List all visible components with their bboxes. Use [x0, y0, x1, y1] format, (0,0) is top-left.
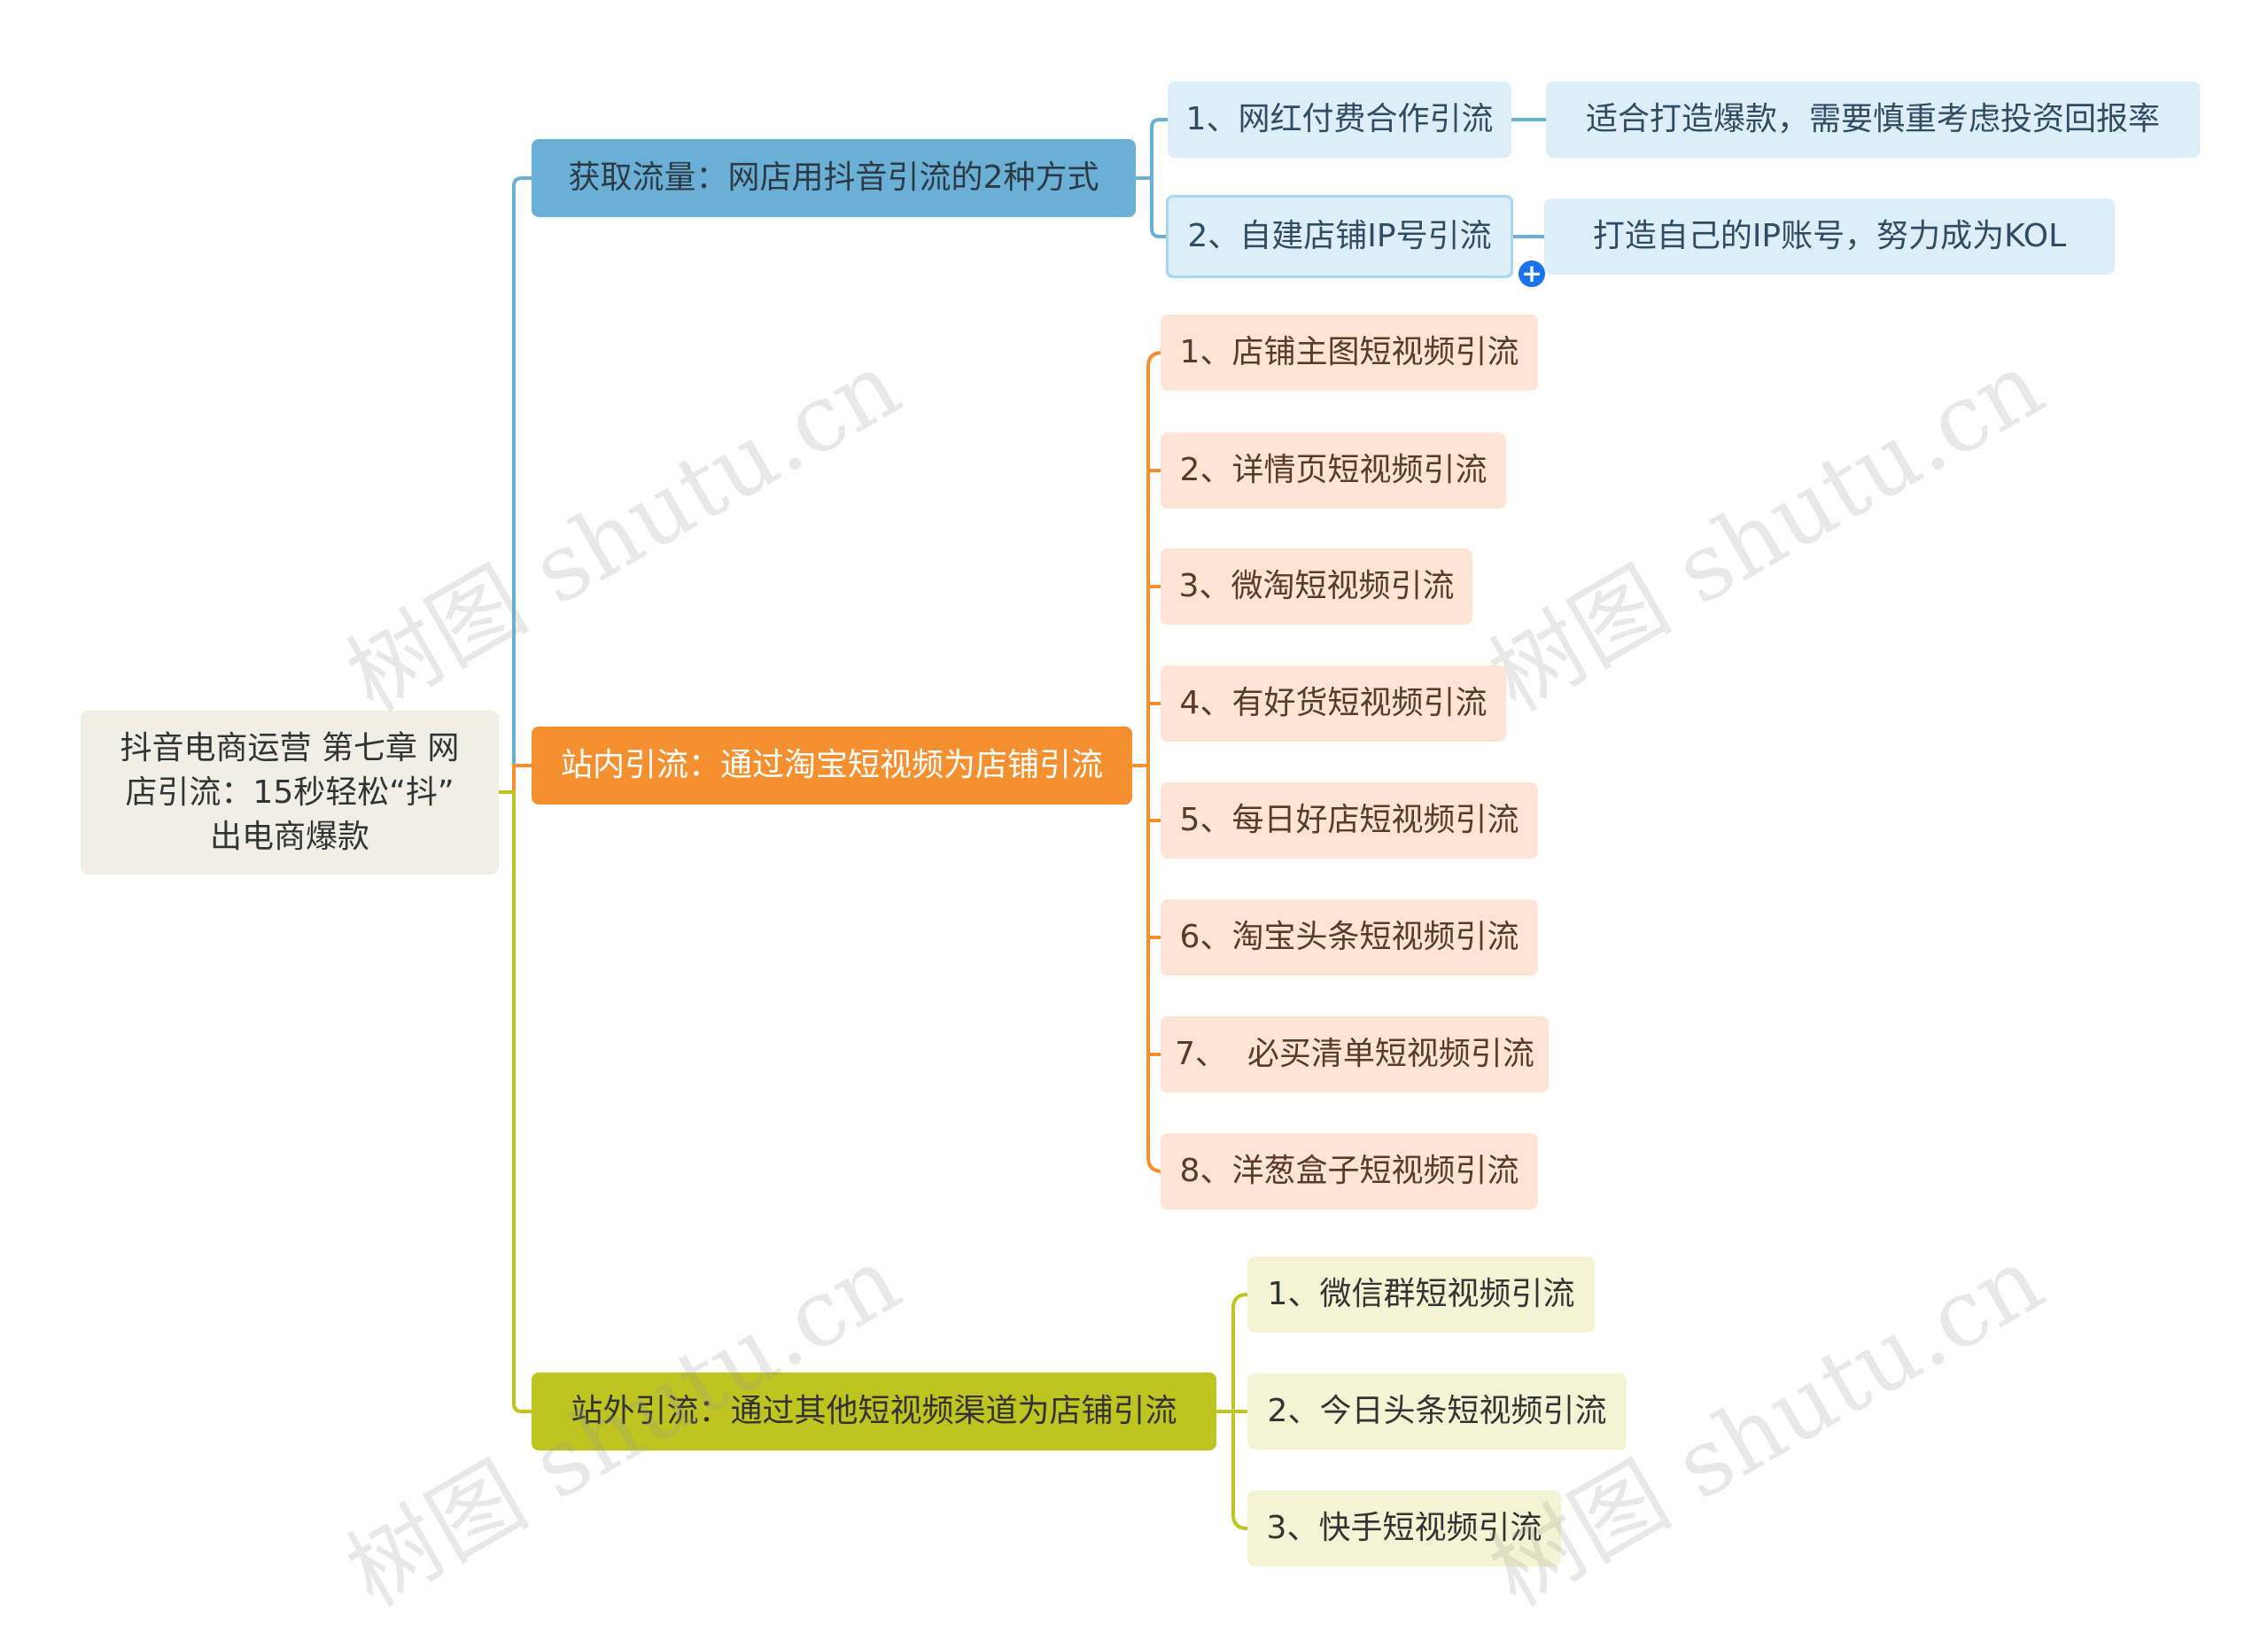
branch-external[interactable]: 站外引流：通过其他短视频渠道为店铺引流: [532, 1372, 1216, 1450]
note-influencer-paid[interactable]: 适合打造爆款，需要慎重考虑投资回报率: [1546, 82, 2200, 158]
topic-taobao-headline-video[interactable]: 6、淘宝头条短视频引流: [1161, 899, 1538, 976]
branch-traffic[interactable]: 获取流量：网店用抖音引流的2种方式: [532, 139, 1136, 217]
topic-main-image-video[interactable]: 1、店铺主图短视频引流: [1161, 315, 1538, 391]
note-label: 适合打造爆款，需要慎重考虑投资回报率: [1585, 101, 2160, 137]
connector-root-b2: [499, 764, 532, 794]
topic-detail-page-video[interactable]: 2、详情页短视频引流: [1161, 432, 1506, 509]
topic-label: 2、今日头条短视频引流: [1267, 1393, 1607, 1429]
branch-traffic-label: 获取流量：网店用抖音引流的2种方式: [568, 159, 1099, 196]
topic-label: 7、 必买清单短视频引流: [1175, 1036, 1534, 1072]
topic-label: 1、微信群短视频引流: [1267, 1276, 1575, 1312]
branch-internal-label: 站内引流：通过淘宝短视频为店铺引流: [560, 747, 1103, 783]
topic-must-buy-list-video[interactable]: 7、 必买清单短视频引流: [1161, 1016, 1549, 1093]
note-own-ip[interactable]: 打造自己的IP账号，努力成为KOL: [1544, 198, 2115, 275]
topic-label: 3、微淘短视频引流: [1178, 568, 1455, 604]
topic-label: 6、淘宝头条短视频引流: [1179, 919, 1519, 955]
branch-external-label: 站外引流：通过其他短视频渠道为店铺引流: [571, 1393, 1177, 1429]
topic-label: 1、店铺主图短视频引流: [1179, 334, 1519, 370]
connector-root-b3: [499, 790, 532, 1413]
topic-label: 3、快手短视频引流: [1266, 1510, 1542, 1546]
root-topic-line3: 出电商爆款: [209, 818, 369, 855]
topic-weitao-video[interactable]: 3、微淘短视频引流: [1161, 548, 1472, 625]
topic-youhaohuo-video[interactable]: 4、有好货短视频引流: [1161, 665, 1506, 742]
topic-label: 4、有好货短视频引流: [1179, 685, 1487, 721]
connector-b1-c1: [1150, 118, 1168, 178]
root-topic[interactable]: 抖音电商运营 第七章 网 店引流：15秒轻松“抖” 出电商爆款: [81, 711, 499, 875]
topic-label: 5、每日好店短视频引流: [1179, 802, 1519, 838]
expand-plus-icon[interactable]: +: [1518, 261, 1545, 287]
topic-influencer-paid[interactable]: 1、网红付费合作引流: [1168, 82, 1511, 158]
topic-daily-shop-video[interactable]: 5、每日好店短视频引流: [1161, 782, 1538, 859]
topic-label: 8、洋葱盒子短视频引流: [1179, 1153, 1519, 1189]
topic-label: 2、自建店铺IP号引流: [1187, 218, 1492, 254]
connector-b1-c2: [1150, 178, 1168, 238]
topic-label: 1、网红付费合作引流: [1185, 101, 1494, 137]
topic-wechat-group-video[interactable]: 1、微信群短视频引流: [1247, 1256, 1595, 1333]
root-topic-line2: 店引流：15秒轻松“抖”: [125, 774, 454, 811]
topic-kuaishou-video[interactable]: 3、快手短视频引流: [1247, 1490, 1561, 1567]
note-label: 打造自己的IP账号，努力成为KOL: [1592, 218, 2067, 254]
connector-root-b1: [499, 176, 532, 794]
topic-toutiao-video[interactable]: 2、今日头条短视频引流: [1247, 1373, 1627, 1450]
topic-own-ip[interactable]: 2、自建店铺IP号引流: [1166, 195, 1513, 278]
connector-b2-spine: [1146, 351, 1163, 1173]
root-topic-line1: 抖音电商运营 第七章 网: [120, 729, 460, 766]
topic-label: 2、详情页短视频引流: [1179, 452, 1487, 488]
branch-internal[interactable]: 站内引流：通过淘宝短视频为店铺引流: [532, 727, 1132, 805]
topic-onion-box-video[interactable]: 8、洋葱盒子短视频引流: [1161, 1133, 1538, 1209]
